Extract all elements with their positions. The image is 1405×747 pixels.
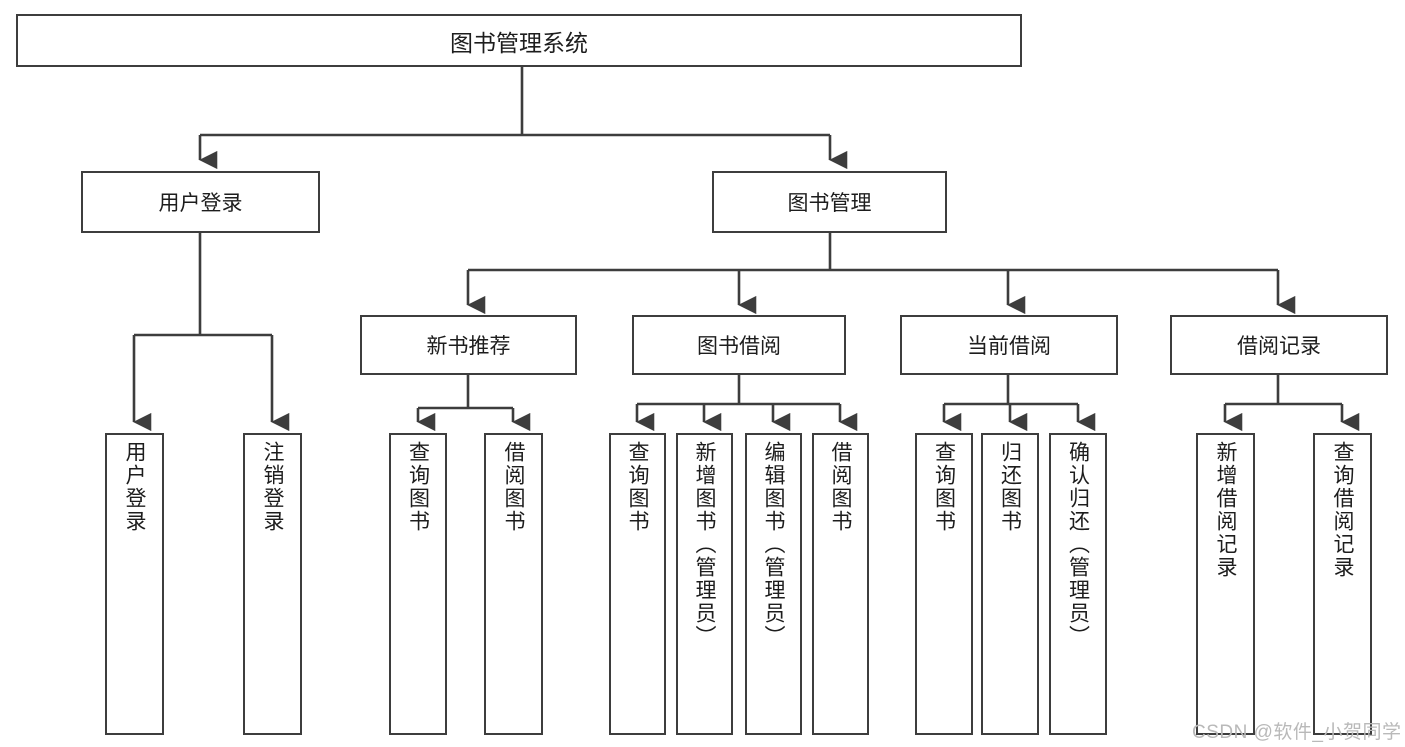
leaf-query-book-newbook[interactable]: 查询图书 bbox=[389, 433, 447, 735]
leaf-add-book-admin-label: 新增图书（管理员） bbox=[693, 441, 716, 648]
node-borrow-record[interactable]: 借阅记录 bbox=[1170, 315, 1388, 375]
leaf-edit-book-admin-label: 编辑图书（管理员） bbox=[762, 441, 785, 648]
leaf-return-book[interactable]: 归还图书 bbox=[981, 433, 1039, 735]
leaf-query-book-current-label: 查询图书 bbox=[932, 441, 956, 533]
watermark: CSDN @软件_小贺同学 bbox=[1192, 722, 1402, 743]
node-user-login[interactable]: 用户登录 bbox=[81, 171, 320, 233]
node-book-borrow[interactable]: 图书借阅 bbox=[632, 315, 846, 375]
leaf-borrow-book[interactable]: 借阅图书 bbox=[812, 433, 869, 735]
leaf-logout-label: 注销登录 bbox=[261, 441, 284, 533]
leaf-borrow-book-newbook-label: 借阅图书 bbox=[502, 441, 525, 533]
leaf-borrow-book-newbook[interactable]: 借阅图书 bbox=[484, 433, 543, 735]
node-current-borrow[interactable]: 当前借阅 bbox=[900, 315, 1118, 375]
leaf-query-book-borrow[interactable]: 查询图书 bbox=[609, 433, 666, 735]
leaf-return-book-label: 归还图书 bbox=[998, 441, 1022, 533]
leaf-add-borrow-record[interactable]: 新增借阅记录 bbox=[1196, 433, 1255, 735]
leaf-query-book-newbook-label: 查询图书 bbox=[406, 441, 430, 533]
leaf-user-login-label: 用户登录 bbox=[123, 441, 146, 533]
node-book-management[interactable]: 图书管理 bbox=[712, 171, 947, 233]
leaf-query-borrow-record-label: 查询借阅记录 bbox=[1331, 441, 1354, 579]
node-new-book-recommend-label: 新书推荐 bbox=[426, 335, 511, 358]
leaf-logout[interactable]: 注销登录 bbox=[243, 433, 302, 735]
node-current-borrow-label: 当前借阅 bbox=[967, 335, 1051, 358]
node-root-label: 图书管理系统 bbox=[450, 29, 588, 56]
leaf-confirm-return-admin-label: 确认归还（管理员） bbox=[1066, 441, 1090, 648]
node-borrow-record-label: 借阅记录 bbox=[1237, 335, 1321, 358]
leaf-user-login[interactable]: 用户登录 bbox=[105, 433, 164, 735]
node-new-book-recommend[interactable]: 新书推荐 bbox=[360, 315, 577, 375]
node-user-login-label: 用户登录 bbox=[158, 192, 243, 215]
leaf-query-borrow-record[interactable]: 查询借阅记录 bbox=[1313, 433, 1372, 735]
leaf-query-book-borrow-label: 查询图书 bbox=[626, 441, 649, 533]
node-root[interactable]: 图书管理系统 bbox=[16, 14, 1022, 67]
leaf-confirm-return-admin[interactable]: 确认归还（管理员） bbox=[1049, 433, 1107, 735]
node-book-management-label: 图书管理 bbox=[787, 192, 872, 215]
leaf-query-book-current[interactable]: 查询图书 bbox=[915, 433, 973, 735]
node-book-borrow-label: 图书借阅 bbox=[697, 335, 781, 358]
leaf-add-borrow-record-label: 新增借阅记录 bbox=[1214, 441, 1237, 579]
leaf-borrow-book-label: 借阅图书 bbox=[829, 441, 852, 533]
leaf-add-book-admin[interactable]: 新增图书（管理员） bbox=[676, 433, 733, 735]
leaf-edit-book-admin[interactable]: 编辑图书（管理员） bbox=[745, 433, 802, 735]
